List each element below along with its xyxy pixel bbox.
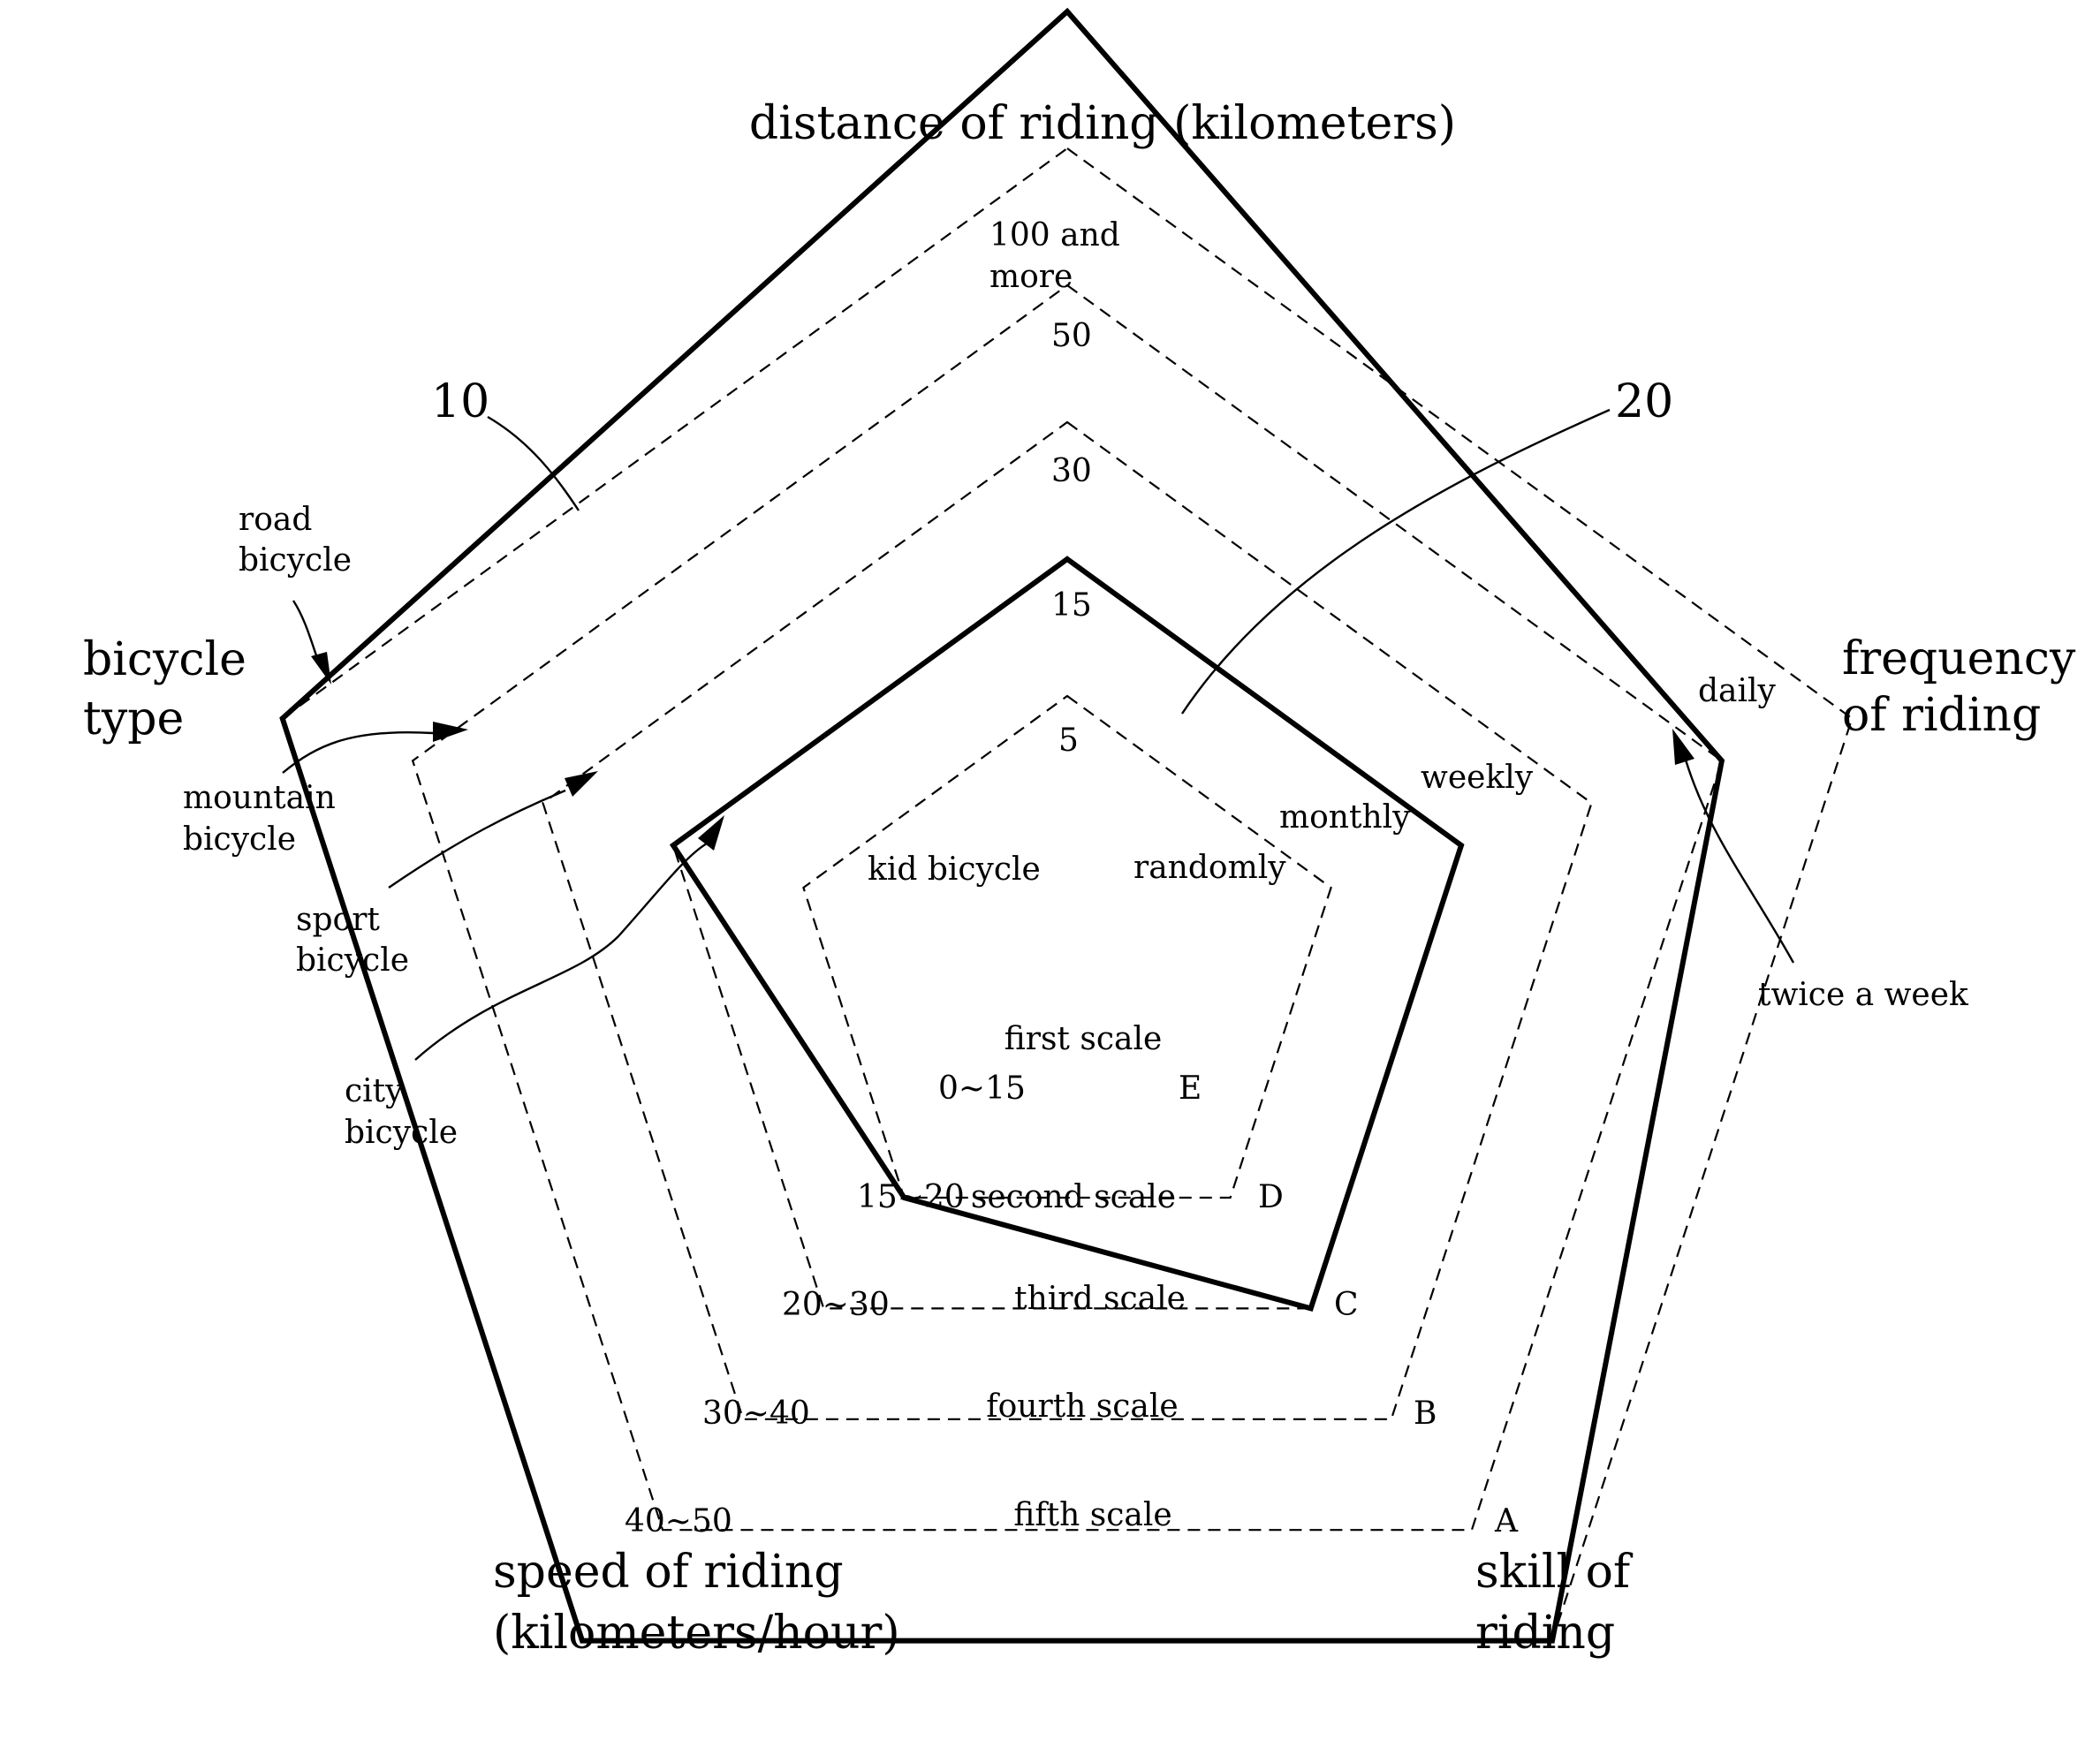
reference-numeral-10: 10 bbox=[431, 375, 489, 428]
leader-sport-bicycle bbox=[389, 791, 565, 888]
axis-frequency-title-line1: frequency bbox=[1842, 632, 2076, 685]
speed-value-30-40: 30~40 bbox=[702, 1396, 810, 1432]
skill-value-b: B bbox=[1414, 1396, 1437, 1432]
leader-city-bicycle bbox=[415, 843, 707, 1060]
arrowhead-road-bicycle bbox=[311, 652, 331, 685]
frequency-value-twice-a-week: twice a week bbox=[1758, 977, 1969, 1013]
bicycle-type-sport-line1: sport bbox=[296, 902, 380, 938]
distance-value-5: 5 bbox=[1058, 722, 1079, 759]
bicycle-type-sport-line2: bicycle bbox=[296, 942, 409, 979]
axis-skill-title-line1: skill of bbox=[1475, 1546, 1634, 1599]
bicycle-type-city-line2: bicycle bbox=[345, 1115, 458, 1151]
distance-value-50: 50 bbox=[1051, 318, 1092, 354]
axis-skill-title-line2: riding bbox=[1475, 1607, 1615, 1660]
distance-value-15: 15 bbox=[1051, 587, 1092, 624]
leader-mountain-bicycle bbox=[283, 732, 433, 773]
bicycle-type-kid: kid bicycle bbox=[868, 851, 1041, 888]
axis-speed-title-line2: (kilometers/hour) bbox=[493, 1607, 900, 1660]
distance-value-100-line2: more bbox=[989, 259, 1073, 295]
skill-value-c: C bbox=[1334, 1287, 1359, 1323]
scale-label-fourth: fourth scale bbox=[986, 1388, 1178, 1425]
speed-value-20-30: 20~30 bbox=[782, 1287, 890, 1323]
frequency-value-daily: daily bbox=[1698, 673, 1777, 709]
scale-label-fifth: fifth scale bbox=[1013, 1497, 1171, 1533]
frequency-value-monthly: monthly bbox=[1279, 799, 1411, 836]
bicycle-type-mountain-line1: mountain bbox=[183, 780, 336, 816]
reference-numeral-20: 20 bbox=[1615, 375, 1673, 428]
axis-bicycle-type-title-line1: bicycle bbox=[83, 633, 246, 686]
scale-label-first: first scale bbox=[1005, 1021, 1163, 1057]
ring-first-scale bbox=[803, 696, 1331, 1198]
leader-road-bicycle bbox=[293, 601, 318, 661]
arrowhead-twice-a-week bbox=[1672, 729, 1694, 765]
bicycle-type-road-line1: road bbox=[239, 502, 312, 538]
skill-value-a: A bbox=[1494, 1503, 1519, 1539]
bicycle-type-mountain-line2: bicycle bbox=[183, 821, 296, 858]
leader-twice-a-week bbox=[1683, 751, 1793, 963]
frequency-value-weekly: weekly bbox=[1421, 760, 1534, 796]
frequency-value-randomly: randomly bbox=[1133, 850, 1286, 886]
scale-label-third: third scale bbox=[1014, 1281, 1186, 1317]
axis-speed-title-line1: speed of riding bbox=[493, 1546, 844, 1599]
axis-bicycle-type-title-line2: type bbox=[83, 692, 184, 745]
skill-value-d: D bbox=[1258, 1179, 1284, 1215]
axis-distance-title: distance of riding (kilometers) bbox=[749, 97, 1456, 150]
skill-value-e: E bbox=[1179, 1070, 1202, 1107]
arrowhead-sport-bicycle bbox=[565, 771, 598, 797]
speed-value-15-20: 15~20 bbox=[857, 1179, 965, 1215]
axis-frequency-title-line2: of riding bbox=[1842, 689, 2041, 742]
speed-value-0-15: 0~15 bbox=[938, 1070, 1026, 1107]
scale-label-second: second scale bbox=[971, 1179, 1176, 1215]
distance-value-30: 30 bbox=[1051, 453, 1092, 489]
distance-value-100-line1: 100 and bbox=[989, 217, 1120, 253]
speed-value-40-50: 40~50 bbox=[625, 1503, 732, 1539]
bicycle-type-road-line2: bicycle bbox=[239, 542, 352, 579]
bicycle-type-city-line1: city bbox=[345, 1073, 404, 1109]
